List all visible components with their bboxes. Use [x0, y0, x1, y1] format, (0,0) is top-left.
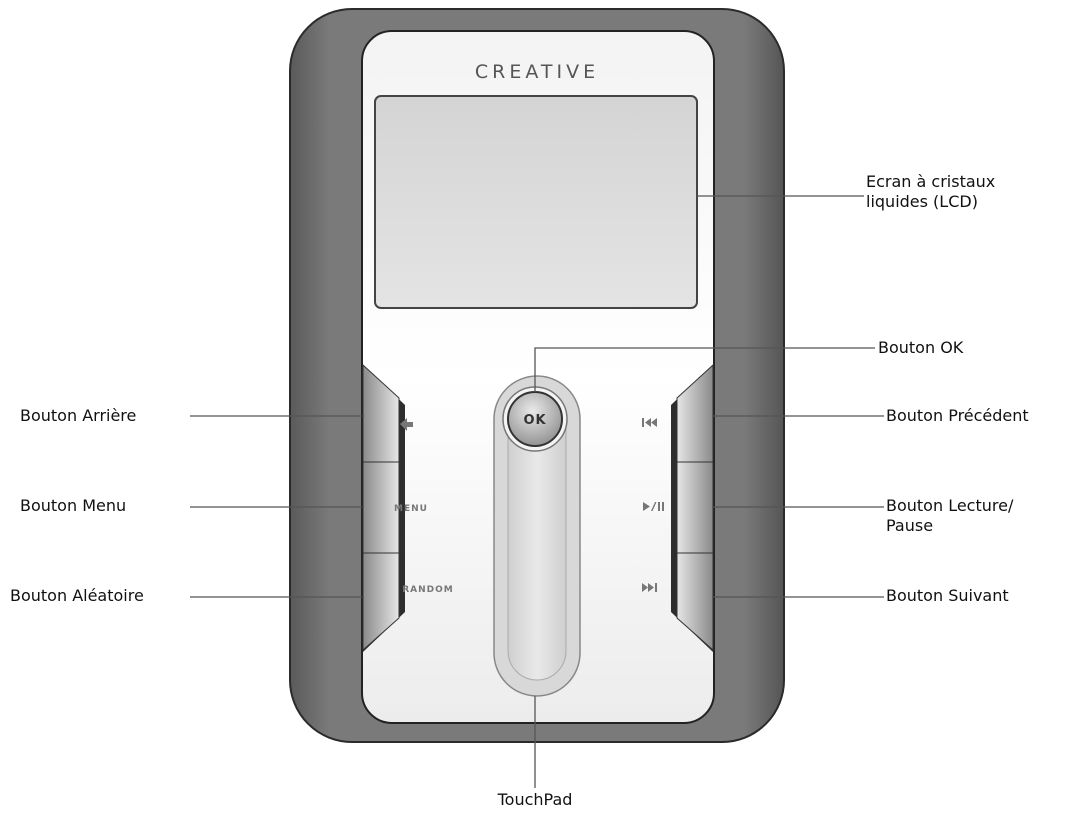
callout-play-pause: Bouton Lecture/ Pause — [886, 496, 1066, 536]
callout-menu: Bouton Menu — [20, 496, 127, 515]
arrow-left-icon — [400, 418, 413, 431]
menu-button-label: MENU — [394, 504, 428, 514]
callout-play-pause-line2: Pause — [886, 516, 934, 535]
play-pause-button[interactable] — [676, 461, 714, 554]
callout-ok: Bouton OK — [878, 338, 964, 357]
callout-random: Bouton Aléatoire — [10, 586, 144, 605]
callout-back: Bouton Arrière — [20, 406, 137, 425]
random-button[interactable] — [362, 552, 400, 652]
callout-previous: Bouton Précédent — [886, 406, 1029, 425]
leader-ok — [534, 347, 875, 392]
brand-logo: CREATIVE — [475, 61, 599, 83]
lcd-screen — [374, 95, 698, 309]
callout-play-pause-line1: Bouton Lecture/ — [886, 496, 1014, 515]
next-button[interactable] — [676, 552, 714, 652]
callout-next: Bouton Suivant — [886, 586, 1009, 605]
callout-touchpad: TouchPad — [497, 790, 573, 809]
play-pause-icon — [643, 502, 664, 511]
leader-lines — [190, 195, 884, 788]
skip-next-icon — [642, 583, 657, 592]
skip-previous-icon — [642, 418, 657, 427]
callout-lcd-line1: Ecran à cristaux — [866, 172, 996, 191]
left-button-group — [362, 363, 405, 652]
random-button-label: RANDOM — [402, 585, 454, 595]
callout-lcd-line2: liquides (LCD) — [866, 192, 978, 211]
ok-button-label: OK — [523, 413, 546, 428]
callout-lcd: Ecran à cristaux liquides (LCD) — [866, 172, 1066, 212]
right-button-group — [671, 363, 714, 652]
